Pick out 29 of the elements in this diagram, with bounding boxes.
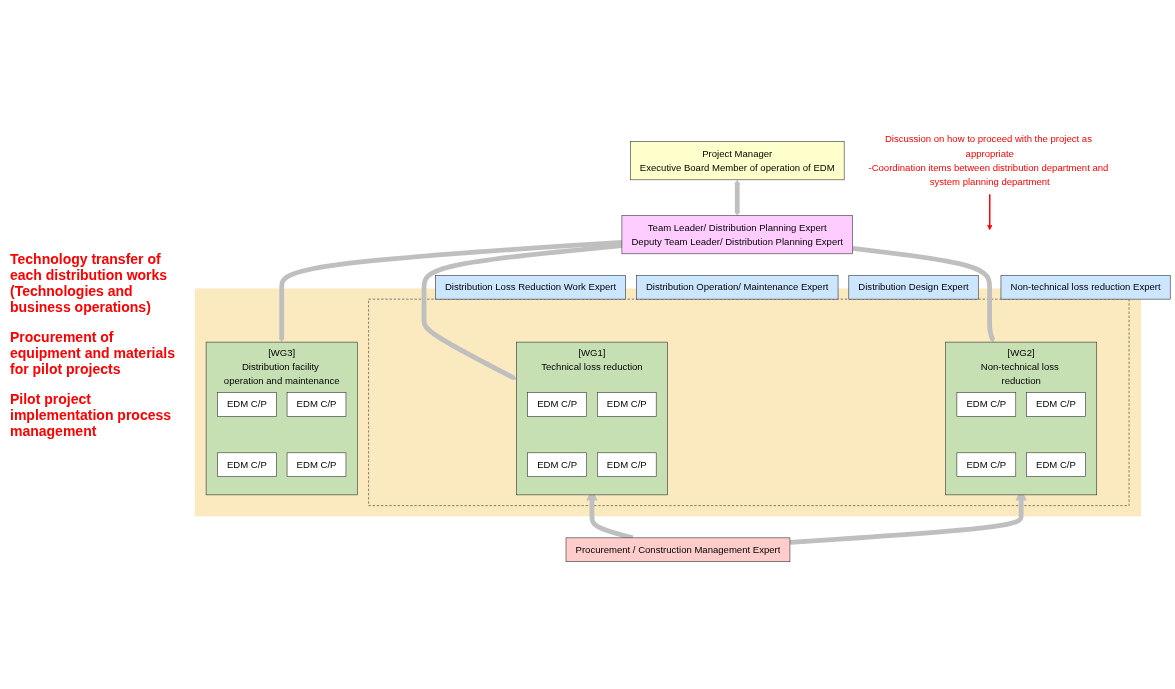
node-box: Distribution Operation/ Maintenance Expert (636, 274, 839, 300)
note-text: Procurement of equipment and materials for pilot projects (10, 328, 176, 377)
node-box: EDM C/P (597, 452, 657, 477)
node-box: EDM C/P (217, 452, 277, 477)
node-box: EDM C/P (527, 452, 587, 477)
note-text: Technology transfer of each distribution works (Technologies and business operations) (10, 250, 169, 315)
cluster (368, 298, 1130, 506)
node-box: EDM C/P (286, 452, 347, 477)
node-box: EDM C/P (956, 452, 1017, 477)
node-box: EDM C/P (286, 392, 347, 417)
node-box: Distribution Loss Reduction Work Expert (435, 274, 626, 300)
note-text: Pilot project implementation process management (10, 390, 173, 439)
node-box: EDM C/P (597, 392, 657, 417)
arrow (852, 245, 995, 343)
node-box: Project Manager Executive Board Member of operation of EDM (630, 141, 845, 181)
node-box: EDM C/P (217, 392, 277, 417)
node-box: EDM C/P (956, 392, 1017, 417)
arrow (279, 239, 623, 343)
arrow (987, 193, 993, 231)
node-box: EDM C/P (1026, 392, 1086, 417)
node-box: Distribution Design Expert (848, 274, 979, 300)
node-text: Discussion on how to proceed with the project as appropriate -Coordination items between distribution department and system planning department (868, 133, 1109, 187)
arrow (421, 243, 623, 381)
arrow (734, 179, 740, 216)
node-box: Procurement / Construction Management Expert (565, 537, 791, 562)
node-box: EDM C/P (1026, 452, 1086, 477)
node-box: EDM C/P (527, 392, 587, 417)
node-box: Team Leader/ Distribution Planning Expert Deputy Team Leader/ Distribution Planning Expert (621, 215, 853, 255)
node-box: Non-technical loss reduction Expert (1000, 274, 1171, 300)
